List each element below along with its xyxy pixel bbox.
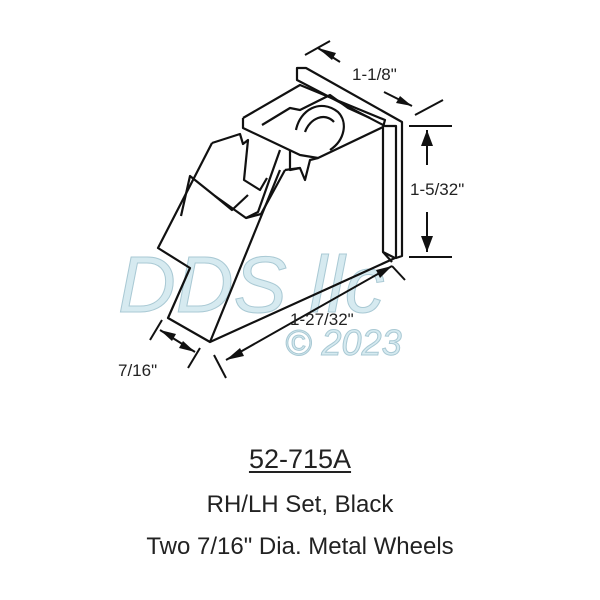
product-description: RH/LH Set, Black bbox=[206, 491, 394, 518]
dimension-arrows bbox=[160, 48, 433, 360]
watermark-logo: DDS llc bbox=[118, 240, 385, 329]
part-number: 52-715A bbox=[248, 444, 352, 474]
part-outline bbox=[156, 66, 404, 344]
dimension-wheel-width: 7/16" bbox=[118, 361, 157, 380]
watermark: DDS llc © 2023 bbox=[118, 240, 403, 364]
watermark-copyright: © 2023 bbox=[285, 322, 402, 363]
dimension-width: 1-1/8" bbox=[352, 65, 397, 84]
product-details: Two 7/16" Dia. Metal Wheels bbox=[146, 533, 454, 560]
dimension-height: 1-5/32" bbox=[410, 180, 464, 199]
dimension-length: 1-27/32" bbox=[290, 310, 354, 329]
